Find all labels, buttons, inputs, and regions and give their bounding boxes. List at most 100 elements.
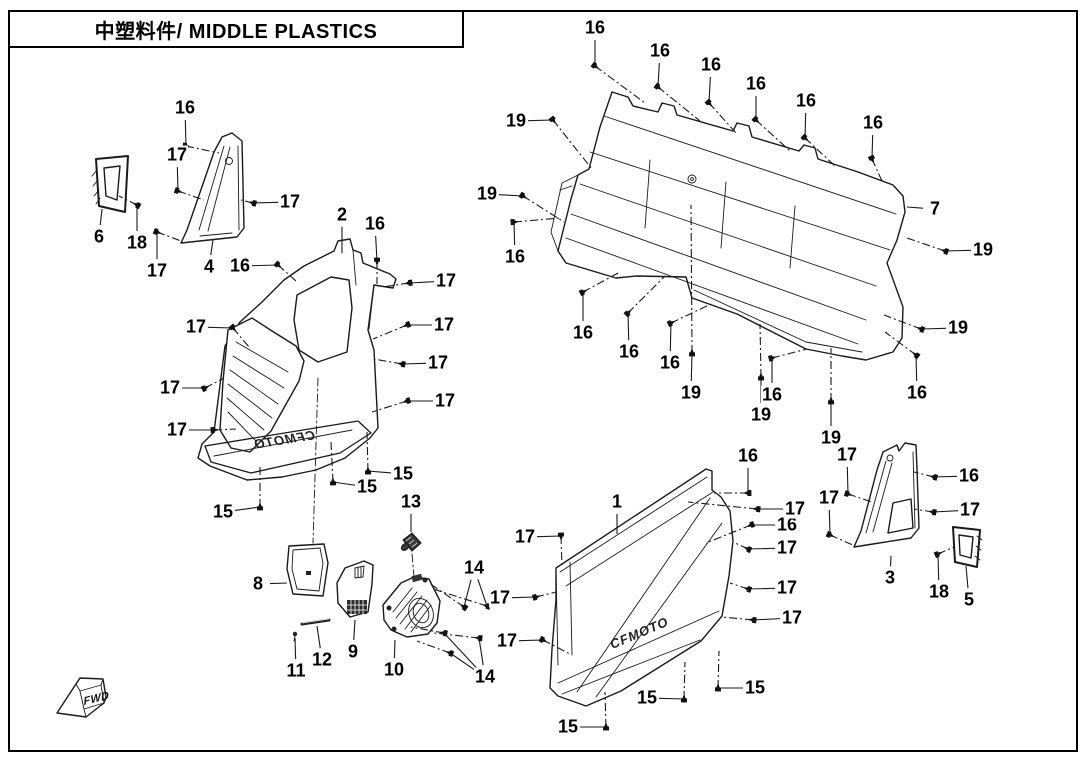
leader-dashdot-line (903, 236, 946, 252)
callout-label-19: 19 (504, 110, 528, 131)
callout-label-7: 7 (928, 198, 942, 219)
leader-dashdot-line (604, 691, 607, 728)
callout-label-11: 11 (285, 660, 307, 681)
callout-label-1: 1 (610, 491, 624, 512)
title-box: 中塑料件/ MIDDLE PLASTICS (8, 10, 464, 48)
callout-label-8: 8 (251, 573, 265, 594)
part-2-left-side-panel: CFMOTO (197, 238, 397, 481)
leader-line (906, 206, 924, 209)
part-12-rod (300, 618, 331, 626)
callout-label-19: 19 (819, 427, 843, 448)
fastener-screw-icon (538, 635, 548, 643)
callout-label-17: 17 (165, 419, 189, 440)
leader-line (478, 637, 484, 666)
callout-label-15: 15 (635, 687, 659, 708)
callout-label-9: 9 (346, 641, 360, 662)
leader-dashdot-line (416, 640, 451, 654)
leader-line (99, 208, 103, 226)
fastener-screw-icon (397, 360, 406, 368)
fastener-screw-icon (867, 154, 875, 164)
callout-label-19: 19 (971, 239, 995, 260)
leader-dashdot-line (759, 323, 762, 378)
leader-line (210, 239, 214, 256)
callout-label-10: 10 (382, 659, 406, 680)
leader-dashdot-line (371, 400, 408, 413)
leader-line (933, 475, 958, 478)
callout-label-17: 17 (433, 390, 457, 411)
callout-label-4: 4 (202, 256, 216, 277)
leader-line (871, 134, 874, 160)
fastener-screw-icon (602, 722, 610, 731)
leader-line (527, 119, 554, 122)
leader-line (747, 587, 776, 590)
leader-line (269, 582, 288, 585)
part-4-left-bracket (180, 132, 245, 244)
leader-dashdot-line (627, 275, 666, 314)
callout-label-16: 16 (658, 352, 682, 373)
leader-dashdot-line (594, 65, 646, 104)
callout-label-16: 16 (744, 73, 768, 94)
callout-label-16: 16 (503, 246, 527, 267)
fastener-screw-icon (329, 477, 337, 486)
fwd-arrow: FWD (56, 677, 110, 718)
callout-label-14: 14 (473, 666, 497, 687)
leader-dashdot-line (755, 119, 791, 152)
leader-line (828, 509, 831, 536)
fastener-screw-icon (800, 133, 809, 142)
callout-label-2: 2 (335, 204, 349, 225)
callout-label-16: 16 (648, 40, 672, 61)
fastener-screw-icon (404, 279, 413, 287)
leader-dashdot-line (513, 217, 561, 223)
callout-label-16: 16 (228, 255, 252, 276)
leader-dashdot-line (552, 119, 593, 170)
fastener-screw-icon (743, 490, 752, 496)
fastener-screw-icon (518, 191, 528, 199)
part-10-vent-housing (382, 573, 441, 638)
callout-label-12: 12 (310, 649, 334, 670)
fastener-screw-icon (746, 520, 756, 529)
callout-label-16: 16 (617, 341, 641, 362)
leader-dashdot-line (683, 661, 686, 700)
leader-line (443, 632, 478, 669)
fastener-screw-icon (928, 508, 937, 516)
fastener-screw-icon (132, 202, 142, 210)
callout-label-17: 17 (775, 577, 799, 598)
leader-line (920, 327, 947, 330)
callout-label-16: 16 (173, 97, 197, 118)
fastener-screw-icon (767, 354, 777, 362)
leader-dashdot-line (366, 431, 369, 472)
page-border (8, 10, 1078, 752)
callout-label-17: 17 (165, 144, 189, 165)
page-title: 中塑料件/ MIDDLE PLASTICS (94, 20, 378, 43)
assembly-centerline (312, 377, 319, 544)
fastener-screw-icon (200, 385, 210, 393)
callout-label-3: 3 (883, 567, 897, 588)
callout-label-15: 15 (355, 476, 379, 497)
callout-label-16: 16 (571, 322, 595, 343)
callout-label-17: 17 (158, 377, 182, 398)
leader-line (627, 312, 630, 341)
fastener-screw-icon (743, 546, 753, 554)
callout-label-17: 17 (184, 316, 208, 337)
fastener-screw-icon (653, 82, 662, 91)
fastener-screw-icon (825, 530, 835, 538)
leader-line (401, 362, 427, 365)
callout-label-18: 18 (125, 232, 149, 253)
callout-label-15: 15 (556, 716, 580, 737)
leader-line (536, 535, 562, 538)
leader-dashdot-line (432, 588, 488, 607)
fastener-screw-icon (578, 289, 588, 297)
leader-line (747, 547, 776, 550)
leader-dashdot-line (687, 501, 758, 510)
leader-line (393, 639, 396, 659)
callout-label-19: 19 (475, 183, 499, 204)
leader-dashdot-line (721, 616, 754, 621)
part-8-access-panel (286, 543, 329, 597)
leader-line (846, 466, 849, 495)
fastener-screw-icon (482, 602, 492, 610)
callout-label-17: 17 (775, 537, 799, 558)
fastener-screw-icon (531, 593, 541, 601)
fastener-screw-icon (688, 348, 696, 357)
leader-line (408, 281, 435, 284)
leader-dashdot-line (560, 535, 563, 567)
